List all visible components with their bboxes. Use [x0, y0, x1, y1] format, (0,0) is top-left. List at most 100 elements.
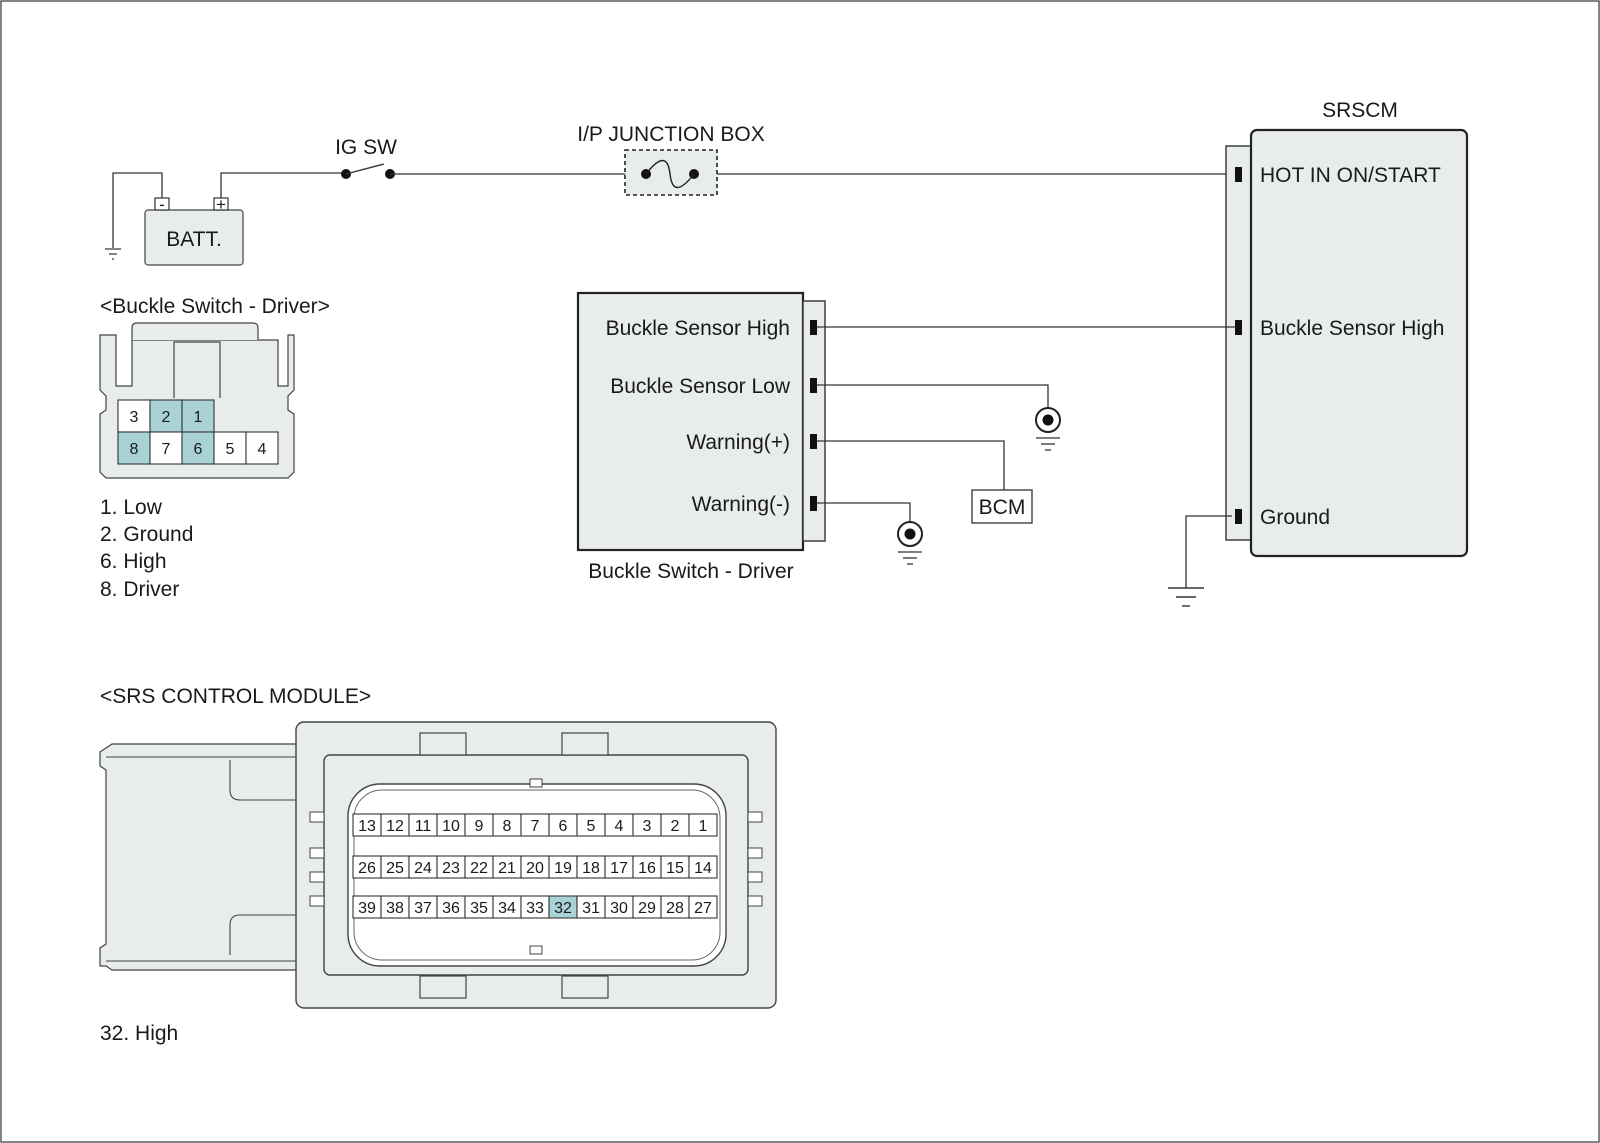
connector-pin-number: 4 — [258, 441, 267, 458]
srs-connector-title: <SRS CONTROL MODULE> — [100, 685, 371, 708]
connector-pin-number: 36 — [442, 900, 460, 917]
battery-plus-label: + — [216, 195, 226, 214]
bcm-label: BCM — [979, 496, 1026, 519]
connector-pin-number: 32 — [554, 900, 572, 917]
connector-pin-cell — [117, 431, 151, 465]
connector-pin-number: 2 — [671, 818, 680, 835]
buckle-switch-body — [576, 291, 805, 552]
connector-pin-number: 6 — [559, 818, 568, 835]
buckle-pin-marker — [810, 496, 817, 511]
warning-minus-wire — [817, 502, 911, 522]
buckle-pin-label: Buckle Sensor High — [606, 317, 790, 340]
buckle-legend-item: 8. Driver — [100, 578, 179, 601]
connector-pin-cell — [149, 431, 183, 465]
buckle-legend-item: 6. High — [100, 550, 167, 573]
connector-pin-number: 24 — [414, 860, 432, 877]
buckle-connector-cells: 3 2 1 8 7 6 5 4 — [117, 399, 279, 465]
connector-pin-number: 22 — [470, 860, 488, 877]
buckle-legend-item: 2. Ground — [100, 523, 193, 546]
buckle-legend-item: 1. Low — [100, 496, 163, 519]
connector-pin-number: 7 — [162, 441, 171, 458]
buckle-switch-caption: Buckle Switch - Driver — [588, 560, 793, 583]
buckle-pin-marker — [810, 378, 817, 393]
connector-pin-number: 13 — [358, 818, 376, 835]
srscm-pin-label: Buckle Sensor High — [1260, 317, 1444, 340]
connector-pin-number: 5 — [226, 441, 235, 458]
srscm-connector — [1225, 145, 1253, 541]
srscm-pin-marker — [1235, 320, 1242, 335]
connector-pin-number: 35 — [470, 900, 488, 917]
connector-pin-number: 26 — [358, 860, 376, 877]
connector-pin-cell — [213, 431, 247, 465]
connector-pin-cell — [688, 855, 718, 879]
srscm-module: SRSCM HOT IN ON/START Buckle Sensor High… — [1168, 99, 1469, 607]
connector-pin-number: 33 — [526, 900, 544, 917]
ig-switch-label: IG SW — [335, 136, 397, 159]
connector-pin-number: 12 — [386, 818, 404, 835]
battery — [144, 209, 244, 266]
connector-pin-number: 37 — [414, 900, 432, 917]
connector-pin-number: 1 — [699, 818, 708, 835]
srscm-pin-marker — [1235, 167, 1242, 182]
buckle-connector-key — [173, 341, 221, 398]
buckle-pin-label: Warning(-) — [692, 493, 790, 516]
connector-pin-number: 18 — [582, 860, 600, 877]
connector-pin-number: 20 — [526, 860, 544, 877]
connector-pin-number: 14 — [694, 860, 712, 877]
connector-pin-number: 17 — [610, 860, 628, 877]
connector-pin-number: 21 — [498, 860, 516, 877]
connector-pin-number: 29 — [638, 900, 656, 917]
connector-pin-cell — [149, 399, 183, 433]
battery-minus-label: - — [159, 195, 165, 214]
buckle-connector-latch — [131, 322, 259, 340]
battery-label: BATT. — [166, 228, 222, 251]
connector-pin-number: 10 — [442, 818, 460, 835]
ground-icon — [1035, 407, 1061, 451]
buckle-low-wire — [817, 384, 1049, 408]
buckle-pin-marker — [810, 320, 817, 335]
buckle-pin-label: Warning(+) — [686, 431, 790, 454]
connector-pin-number: 3 — [130, 409, 139, 426]
srscm-pin-label: Ground — [1260, 506, 1330, 529]
connector-pin-number: 9 — [475, 818, 484, 835]
connector-pin-number: 1 — [194, 409, 203, 426]
srscm-pin-label: HOT IN ON/START — [1260, 164, 1441, 187]
connector-pin-number: 7 — [531, 818, 540, 835]
warning-plus-wire — [817, 440, 1005, 490]
connector-pin-number: 8 — [130, 441, 139, 458]
bcm-box — [971, 489, 1033, 524]
connector-pin-number: 15 — [666, 860, 684, 877]
srscm-body — [1249, 128, 1469, 558]
connector-pin-number: 28 — [666, 900, 684, 917]
junction-box-fuse — [624, 149, 718, 196]
srscm-ground-icon — [1168, 587, 1204, 607]
connector-pin-number: 3 — [643, 818, 652, 835]
srs-connector-lock — [561, 732, 609, 756]
connector-pin-number: 4 — [615, 818, 624, 835]
ig-switch — [341, 163, 395, 179]
power-circuit: - + BATT. IG SW I/P JUNCTION BOX — [105, 123, 1232, 266]
buckle-switch-module: Buckle Sensor High Buckle Sensor Low War… — [576, 291, 1235, 583]
connector-pin-cell — [688, 895, 718, 919]
connector-pin-number: 23 — [442, 860, 460, 877]
connector-pin-cell — [181, 399, 215, 433]
battery-ground-wire — [112, 172, 163, 248]
connector-pin-cell — [245, 431, 279, 465]
srs-legend-item: 32. High — [100, 1022, 178, 1045]
buckle-switch-connector — [802, 300, 826, 542]
srscm-ground-wire — [1185, 515, 1232, 588]
srs-connector-lock — [419, 732, 467, 756]
connector-pin-number: 6 — [194, 441, 203, 458]
connector-pin-number: 30 — [610, 900, 628, 917]
connector-pin-number: 39 — [358, 900, 376, 917]
ground-icon — [897, 521, 923, 565]
connector-pin-number: 8 — [503, 818, 512, 835]
connector-pin-number: 2 — [162, 409, 171, 426]
buckle-pin-marker — [810, 434, 817, 449]
connector-pin-cell — [181, 431, 215, 465]
srs-connector-lock — [561, 975, 609, 999]
